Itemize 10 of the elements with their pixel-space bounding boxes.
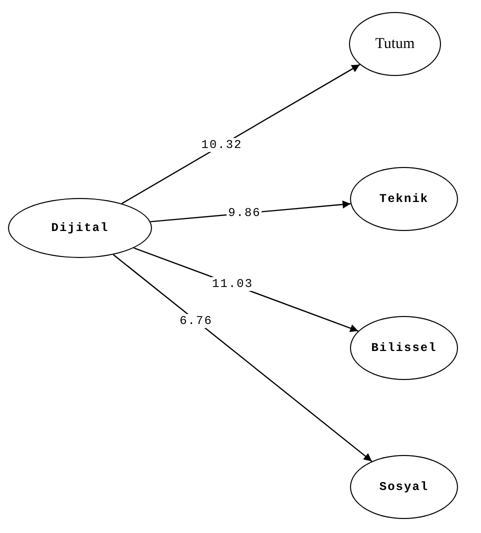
node-label: Dijital — [51, 221, 109, 235]
node-label: Teknik — [379, 192, 429, 206]
node-label: Sosyal — [379, 480, 429, 494]
node-label: Bilissel — [371, 341, 437, 355]
edge-label: 6.76 — [178, 314, 214, 328]
edge-label: 11.03 — [211, 277, 254, 292]
arrow — [122, 64, 360, 204]
arrow — [112, 254, 372, 462]
node-label: Tutum — [375, 36, 415, 52]
edge-label: 10.32 — [200, 138, 244, 152]
